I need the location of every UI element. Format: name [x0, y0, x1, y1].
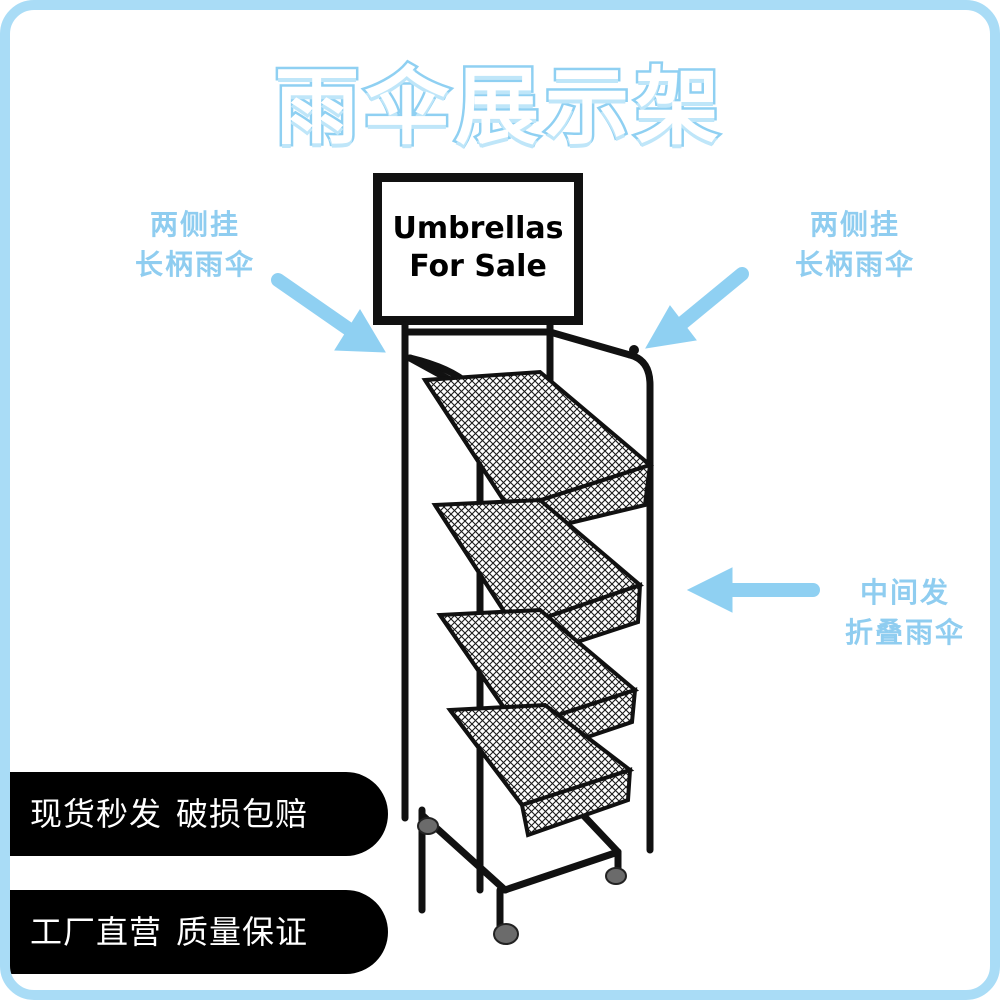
badge-fast-shipping-part2: 破损包赔 — [176, 795, 309, 833]
callout-middle-line1: 中间发 — [859, 576, 950, 609]
caster-wheels — [417, 817, 627, 945]
callout-middle: 中间发 折叠雨伞 — [830, 573, 980, 653]
callout-left-line1: 两侧挂 — [149, 208, 240, 241]
badge-fast-shipping-part1: 现货秒发 — [30, 795, 163, 833]
arrow-left-icon — [271, 273, 386, 353]
callout-left: 两侧挂 长柄雨伞 — [110, 205, 280, 285]
callout-right: 两侧挂 长柄雨伞 — [770, 205, 940, 285]
arrow-right-icon — [645, 267, 749, 349]
callout-left-line2: 长柄雨伞 — [134, 248, 255, 281]
callout-right-line2: 长柄雨伞 — [794, 248, 915, 281]
callout-middle-line2: 折叠雨伞 — [844, 616, 965, 649]
badge-factory-direct-part1: 工厂直营 — [30, 913, 163, 951]
page-title: 雨伞展示架 — [272, 56, 725, 159]
arrow-middle-icon — [686, 567, 820, 613]
basket-4 — [446, 702, 635, 838]
right-handle-rail — [626, 351, 654, 854]
umbrella-rack-illustration: Umbrellas For Sale — [373, 173, 655, 945]
badge-fast-shipping: 现货秒发 破损包赔 — [10, 772, 388, 856]
sign-text-line1: Umbrellas — [393, 211, 564, 246]
badge-factory-direct: 工厂直营 质量保证 — [10, 890, 388, 974]
callout-right-line1: 两侧挂 — [809, 208, 900, 241]
badge-factory-direct-part2: 质量保证 — [176, 913, 309, 951]
sign-text-line2: For Sale — [409, 249, 547, 284]
sign-panel — [382, 182, 574, 316]
